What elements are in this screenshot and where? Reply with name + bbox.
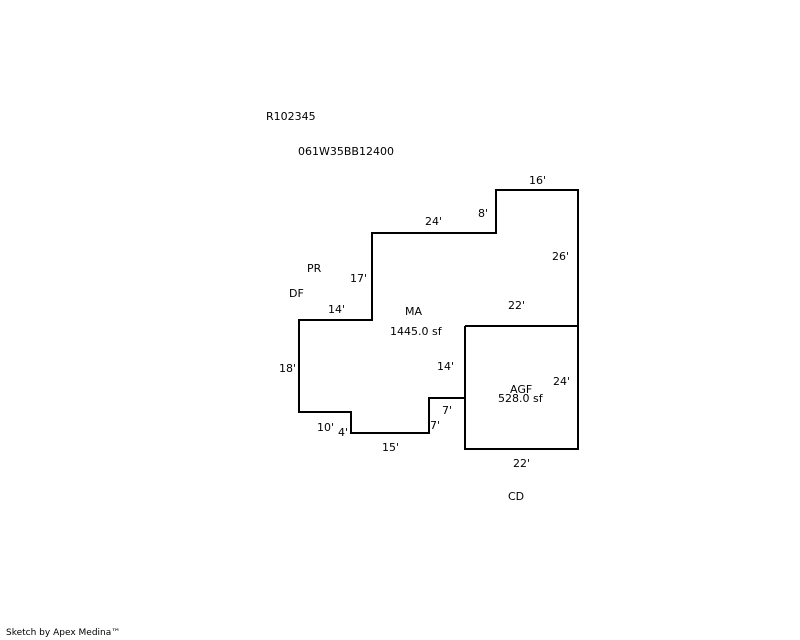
dim-bottom-left: 10' <box>317 421 334 434</box>
dim-bottom-middle: 15' <box>382 441 399 454</box>
label-df: DF <box>289 287 304 300</box>
dim-top-middle: 24' <box>425 215 442 228</box>
dim-left-upper: 17' <box>350 272 367 285</box>
dim-left-top: 14' <box>328 303 345 316</box>
dim-bottom-step: 4' <box>338 426 348 439</box>
garage-code: AGF <box>510 383 532 396</box>
dim-inner-14: 14' <box>437 360 454 373</box>
sketch-credit: Sketch by Apex Medina™ <box>6 628 121 638</box>
dim-right-upper: 26' <box>552 250 569 263</box>
main-area-code: MA <box>405 305 422 318</box>
dim-notch-horizontal: 7' <box>430 419 440 432</box>
garage-outline <box>464 326 579 450</box>
dim-top-right-width: 16' <box>529 174 546 187</box>
main-area-outline <box>298 189 579 434</box>
dim-step-small: 8' <box>478 207 488 220</box>
dim-garage-right: 24' <box>553 375 570 388</box>
dim-left-side: 18' <box>279 362 296 375</box>
map-number: 061W35BB12400 <box>298 145 394 158</box>
dim-garage-bottom: 22' <box>513 457 530 470</box>
garage-area-size: 528.0 sf <box>498 392 544 405</box>
label-pr: PR <box>307 262 322 275</box>
dim-notch-vertical: 7' <box>442 404 452 417</box>
label-cd: CD <box>508 490 524 503</box>
parcel-id: R102345 <box>266 110 316 123</box>
dim-inner-22: 22' <box>508 299 525 312</box>
main-area-size: 1445.0 sf <box>390 325 443 338</box>
